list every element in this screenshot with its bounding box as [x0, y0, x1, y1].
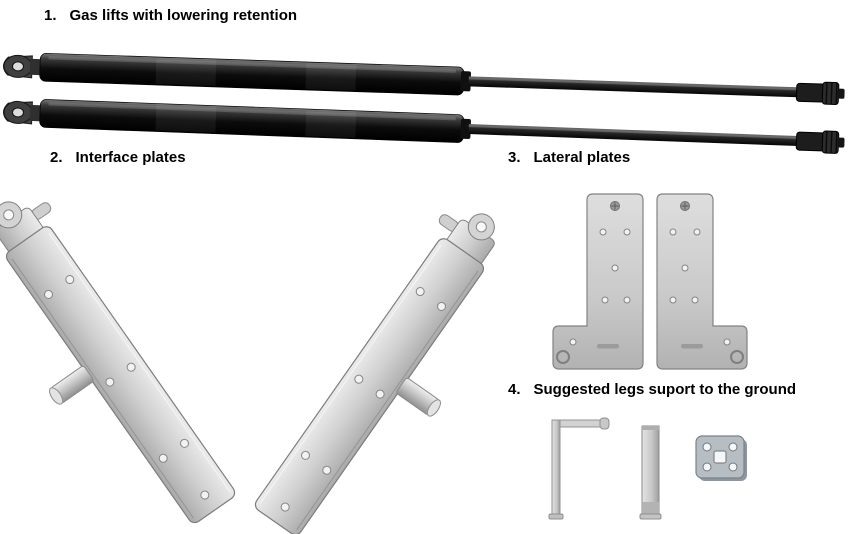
lateral-plates-figure [505, 186, 795, 386]
interface-plates-figure [0, 174, 500, 534]
section-1-number: 1. [44, 7, 57, 24]
section-4-caption: 4. Suggested legs suport to the ground [508, 381, 796, 398]
gas-lift-1 [2, 51, 846, 109]
section-3-number: 3. [508, 149, 521, 166]
gas-lift-2 [2, 97, 846, 158]
gas-lifts-figure [0, 28, 854, 160]
section-4-label: Suggested legs suport to the ground [533, 381, 797, 398]
lateral-plate-left [552, 193, 644, 370]
lateral-plate-right [656, 193, 748, 370]
interface-plate-right [242, 193, 500, 534]
leg-corner-bracket [548, 417, 610, 520]
mounting-flange-plate [695, 435, 747, 481]
section-3-label: Lateral plates [533, 149, 631, 166]
leg-bar [639, 425, 662, 520]
legs-figure [520, 410, 770, 534]
section-2-label: Interface plates [75, 149, 186, 166]
section-1-caption: 1. Gas lifts with lowering retention [44, 7, 297, 24]
section-2-number: 2. [50, 149, 63, 166]
section-2-caption: 2. Interface plates [50, 149, 186, 166]
interface-plate-left [0, 181, 248, 534]
section-1-label: Gas lifts with lowering retention [69, 7, 298, 24]
section-3-caption: 3. Lateral plates [508, 149, 630, 166]
section-4-number: 4. [508, 381, 521, 398]
